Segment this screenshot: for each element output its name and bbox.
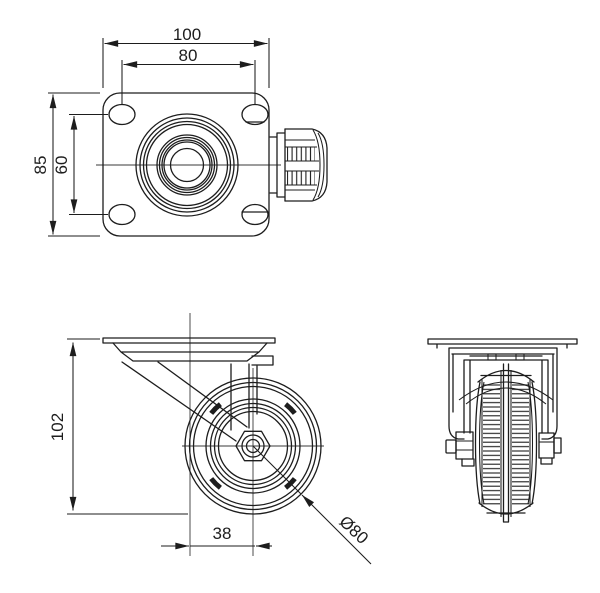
tread-hatch — [483, 382, 500, 506]
dim-label-swivel-offset: 38 — [213, 524, 232, 543]
wheel-front-view — [474, 363, 538, 523]
mounting-plate-outline — [102, 92, 270, 237]
axle-hardware — [445, 431, 562, 467]
tire-cap-ring — [312, 129, 321, 201]
tread-hatch — [287, 171, 315, 185]
wheel-side-view — [184, 377, 322, 515]
dim-plate-depth: 85 — [31, 92, 100, 237]
radius-line — [252, 445, 302, 495]
extension-lines — [69, 113, 108, 216]
dim-bolt-spacing-depth: 60 — [52, 113, 108, 216]
side-view — [102, 313, 324, 556]
tread-wedge — [284, 402, 297, 415]
extension-lines — [67, 338, 188, 515]
tread-band-edges — [481, 370, 531, 517]
crown-bolt — [515, 353, 525, 361]
head-tab — [251, 355, 274, 366]
swivel-race-circles — [135, 113, 239, 217]
tread-wedge — [209, 402, 222, 415]
swivel-housing — [448, 347, 558, 440]
top-view — [96, 92, 328, 237]
fork-leg-tips — [461, 457, 553, 467]
leader-line — [301, 494, 372, 565]
extension-lines — [121, 60, 256, 105]
axle-step-right — [553, 437, 562, 454]
dimensions: 100 80 85 60 102 38 — [31, 25, 372, 565]
top-plate-front-view — [427, 338, 578, 349]
dim-label-overall-height: 102 — [48, 413, 67, 441]
extension-lines — [48, 92, 100, 237]
tread-wedge — [209, 477, 222, 490]
tread-band-edges — [285, 139, 319, 191]
fork-leg-side-view — [121, 361, 258, 442]
axle-nut-left — [455, 431, 474, 460]
tire-bottom-steps — [478, 502, 534, 515]
tread-hatch — [512, 382, 529, 506]
dim-label-plate-depth: 85 — [31, 156, 50, 175]
wheel-top-view — [269, 128, 328, 202]
tire-cap-ring — [317, 132, 325, 198]
dim-label-bolt-spacing-depth: 60 — [52, 156, 71, 175]
dim-label-bolt-spacing-width: 80 — [179, 46, 198, 65]
axle-hex-nut — [235, 430, 271, 462]
extension-lines — [102, 38, 270, 88]
dim-bolt-spacing-width: 80 — [121, 46, 256, 105]
housing-dome-arcs — [458, 381, 554, 405]
tire-outline-top — [284, 128, 328, 202]
tread-hatch — [287, 147, 315, 161]
dim-label-plate-width: 100 — [173, 25, 201, 44]
dim-plate-width: 100 — [102, 25, 270, 88]
crown-bolt — [487, 353, 497, 361]
front-view — [427, 338, 578, 523]
dim-swivel-offset: 38 — [161, 524, 272, 550]
swivel-head-side-view — [112, 342, 268, 362]
top-plate-side-view — [102, 337, 276, 344]
dim-overall-height: 102 — [48, 338, 188, 515]
center-groove — [502, 363, 510, 523]
